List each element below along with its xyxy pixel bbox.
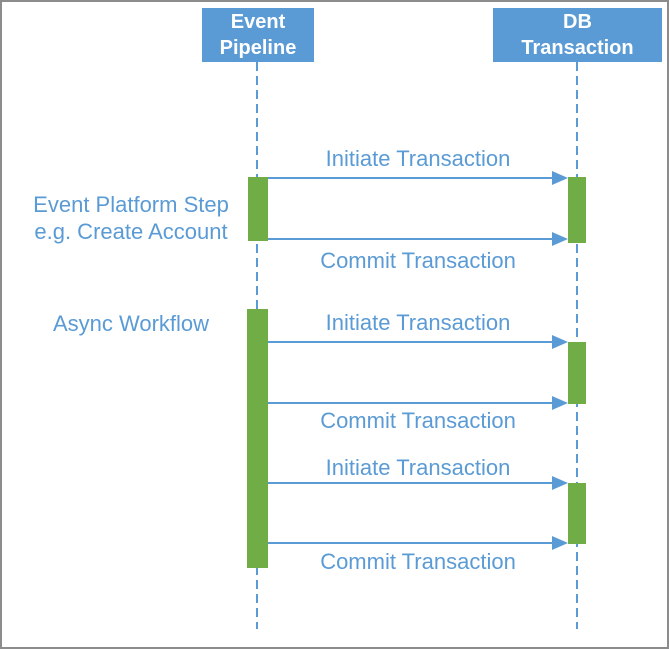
message-arrow-commit-2 (260, 396, 568, 410)
annotation-line: e.g. Create Account (34, 219, 228, 244)
message-label-commit-2: Commit Transaction (320, 408, 516, 433)
arrowhead-right-icon (552, 171, 568, 185)
message-arrow-commit-1 (260, 232, 568, 246)
message-label-initiate-3: Initiate Transaction (325, 455, 511, 480)
actor-box-db-transaction: DB Transaction (493, 8, 662, 62)
arrowhead-right-icon (552, 536, 568, 550)
message-label-initiate-1: Initiate Transaction (325, 146, 511, 171)
message-arrow-initiate-1 (268, 171, 568, 185)
message-label-commit-1: Commit Transaction (320, 248, 516, 273)
message-label-initiate-2: Initiate Transaction (325, 310, 511, 335)
annotation-async-workflow: Async Workflow (12, 310, 250, 337)
annotation-event-platform-step: Event Platform Step e.g. Create Account (12, 191, 250, 245)
activation-bar-db-2 (568, 342, 586, 404)
activation-bar-event-async (247, 309, 268, 568)
message-arrow-initiate-3 (268, 476, 568, 490)
message-arrow-commit-3 (260, 536, 568, 550)
annotation-line: Event Platform Step (33, 192, 229, 217)
activation-bar-db-1 (568, 177, 586, 243)
activation-bar-event-step (248, 177, 268, 241)
arrowhead-right-icon (552, 335, 568, 349)
message-arrow-initiate-2 (268, 335, 568, 349)
actor-label-line: Transaction (521, 37, 634, 59)
actor-label-line: DB (563, 11, 592, 33)
actor-label-line: Pipeline (219, 37, 297, 59)
actor-box-event-pipeline: Event Pipeline (202, 8, 314, 62)
arrowhead-right-icon (552, 232, 568, 246)
activation-bar-db-3 (568, 483, 586, 544)
annotation-line: Async Workflow (52, 311, 210, 336)
arrowhead-right-icon (552, 476, 568, 490)
actor-label-line: Event (230, 11, 286, 33)
arrowhead-right-icon (552, 396, 568, 410)
message-label-commit-3: Commit Transaction (320, 549, 516, 574)
